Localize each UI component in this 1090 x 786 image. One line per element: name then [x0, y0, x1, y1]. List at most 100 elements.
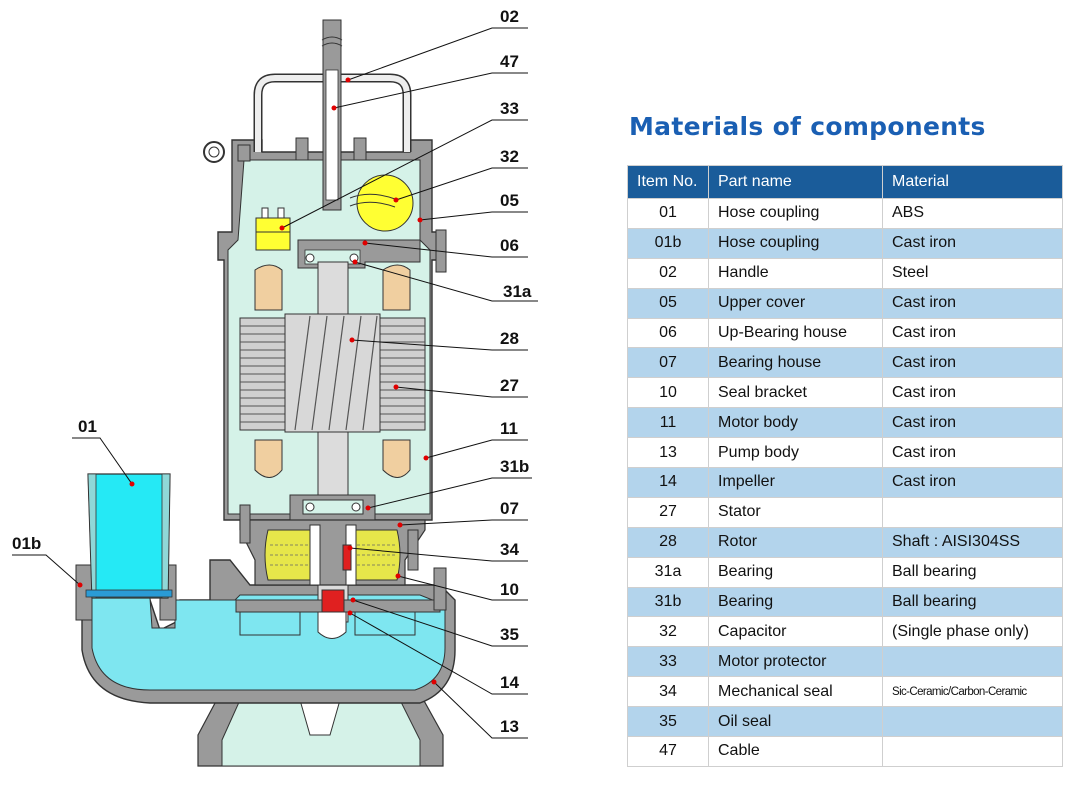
- materials-title: Materials of components: [629, 112, 986, 141]
- oil-chamber: [264, 529, 401, 581]
- header-material: Material: [882, 165, 1063, 199]
- pump-body: [81, 559, 456, 704]
- cell-part-name: Rotor: [708, 526, 883, 558]
- cell-part-name: Motor protector: [708, 646, 883, 678]
- callout-leaders: [12, 27, 538, 739]
- cell-material: Steel: [882, 257, 1063, 289]
- callout-47: 47: [500, 52, 519, 71]
- cell-material: [882, 496, 1063, 528]
- cell-part-name: Bearing: [708, 556, 883, 588]
- cell-material: ABS: [882, 198, 1063, 229]
- cell-item-no: 34: [627, 676, 709, 708]
- cell-material: Cast iron: [882, 467, 1063, 498]
- cell-material: [882, 736, 1063, 767]
- cell-item-no: 01b: [627, 227, 709, 259]
- cell-part-name: Motor body: [708, 407, 883, 439]
- cell-item-no: 31b: [627, 586, 709, 618]
- cell-material: Ball bearing: [882, 586, 1063, 618]
- cell-item-no: 01: [627, 198, 709, 229]
- cell-item-no: 10: [627, 377, 709, 409]
- cell-material: Cast iron: [882, 317, 1063, 349]
- cell-part-name: Handle: [708, 257, 883, 289]
- callout-13: 13: [500, 717, 519, 736]
- stator: [239, 264, 426, 478]
- motor-protector: [255, 207, 291, 251]
- cell-part-name: Impeller: [708, 467, 883, 498]
- cell-material: Cast iron: [882, 407, 1063, 439]
- cell-item-no: 47: [627, 736, 709, 767]
- callout-14: 14: [500, 673, 519, 692]
- cell-item-no: 27: [627, 496, 709, 528]
- cell-material: Cast iron: [882, 287, 1063, 319]
- cell-part-name: Bearing house: [708, 347, 883, 379]
- hose-coupling: [75, 473, 177, 621]
- cell-part-name: Up-Bearing house: [708, 317, 883, 349]
- cell-item-no: 31a: [627, 556, 709, 588]
- pump-stand: [197, 689, 444, 767]
- callout-dots: [77, 77, 437, 685]
- cell-material: [882, 706, 1063, 738]
- cell-part-name: Cable: [708, 736, 883, 767]
- callout-34: 34: [500, 540, 519, 559]
- cell-material: Cast iron: [882, 227, 1063, 259]
- cell-material: [882, 646, 1063, 678]
- handle-and-cable: [203, 19, 412, 211]
- cell-part-name: Hose coupling: [708, 198, 883, 229]
- cell-item-no: 13: [627, 437, 709, 469]
- callout-01: 01: [78, 417, 97, 436]
- cell-item-no: 32: [627, 616, 709, 648]
- cell-part-name: Upper cover: [708, 287, 883, 319]
- cell-material: (Single phase only): [882, 616, 1063, 648]
- cell-material: Shaft : AISI304SS: [882, 526, 1063, 558]
- cell-part-name: Seal bracket: [708, 377, 883, 409]
- pump-cross-section-diagram: 02 47 33 32 05 06 31a 28 27 11 31b 07 34…: [12, 7, 538, 767]
- cell-item-no: 33: [627, 646, 709, 678]
- callout-labels: 02 47 33 32 05 06 31a 28 27 11 31b 07 34…: [12, 7, 532, 736]
- cell-item-no: 02: [627, 257, 709, 289]
- callout-35: 35: [500, 625, 519, 644]
- capacitor: [349, 174, 414, 232]
- cell-item-no: 28: [627, 526, 709, 558]
- callout-11: 11: [500, 419, 518, 438]
- cell-item-no: 06: [627, 317, 709, 349]
- callout-32: 32: [500, 147, 519, 166]
- callout-28: 28: [500, 329, 519, 348]
- cell-part-name: Hose coupling: [708, 227, 883, 259]
- cell-part-name: Oil seal: [708, 706, 883, 738]
- mechanical-seal: [309, 524, 357, 586]
- cell-part-name: Stator: [708, 496, 883, 528]
- cell-part-name: Bearing: [708, 586, 883, 618]
- callout-01b: 01b: [12, 534, 41, 553]
- header-part-name: Part name: [708, 165, 883, 199]
- callout-10: 10: [500, 580, 519, 599]
- cell-material: Cast iron: [882, 377, 1063, 409]
- impeller: [235, 589, 441, 639]
- header-item-no: Item No.: [627, 165, 709, 199]
- callout-07: 07: [500, 499, 519, 518]
- callout-31b: 31b: [500, 457, 529, 476]
- callout-02: 02: [500, 7, 519, 26]
- cell-item-no: 05: [627, 287, 709, 319]
- callout-06: 06: [500, 236, 519, 255]
- callout-27: 27: [500, 376, 519, 395]
